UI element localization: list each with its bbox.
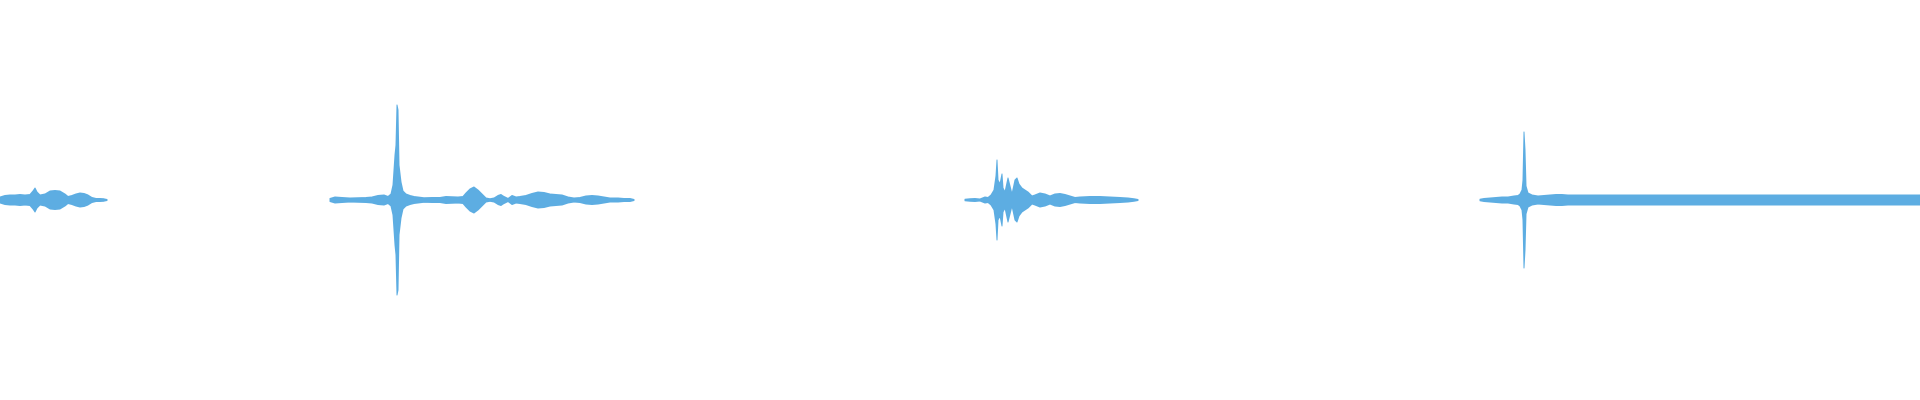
waveform-clip-2 xyxy=(329,104,635,296)
waveform-clip-3 xyxy=(964,159,1139,241)
waveform-clip-1 xyxy=(0,187,108,213)
waveform-clip-4 xyxy=(1479,131,1920,269)
